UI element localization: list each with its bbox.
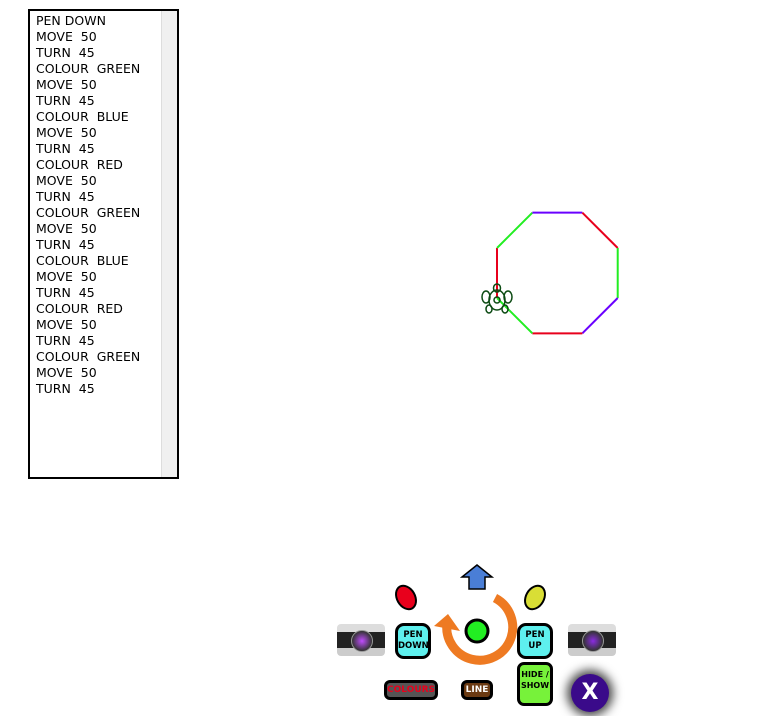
- scrollbar[interactable]: [161, 11, 177, 477]
- program-line[interactable]: TURN 45: [36, 93, 95, 108]
- program-line[interactable]: MOVE 50: [36, 365, 97, 380]
- drawn-line-segment: [496, 211, 534, 249]
- program-line[interactable]: MOVE 50: [36, 317, 97, 332]
- program-line[interactable]: MOVE 50: [36, 173, 97, 188]
- program-line[interactable]: TURN 45: [36, 45, 95, 60]
- drawn-line-segment: [581, 211, 619, 249]
- pen-up-button[interactable]: PEN UP: [517, 623, 553, 659]
- program-line[interactable]: COLOUR BLUE: [36, 109, 129, 124]
- hide-show-button[interactable]: HIDE / SHOW: [517, 662, 553, 706]
- program-line[interactable]: TURN 45: [36, 189, 95, 204]
- program-line[interactable]: TURN 45: [36, 333, 95, 348]
- turtle-camera-icon[interactable]: [568, 624, 616, 656]
- line-button[interactable]: LINE: [461, 680, 493, 700]
- program-line[interactable]: MOVE 50: [36, 29, 97, 44]
- program-line[interactable]: TURN 45: [36, 285, 95, 300]
- program-line[interactable]: MOVE 50: [36, 77, 97, 92]
- program-line[interactable]: COLOUR GREEN: [36, 349, 141, 364]
- program-line[interactable]: TURN 45: [36, 141, 95, 156]
- program-line[interactable]: MOVE 50: [36, 269, 97, 284]
- program-line[interactable]: COLOUR GREEN: [36, 205, 141, 220]
- pen-colour-indicator: [464, 618, 490, 644]
- turtle-icon: [481, 283, 513, 314]
- program-line[interactable]: COLOUR RED: [36, 157, 123, 172]
- forward-arrow-icon[interactable]: [459, 564, 495, 590]
- pen-down-button[interactable]: PEN DOWN: [395, 623, 431, 659]
- program-line[interactable]: MOVE 50: [36, 221, 97, 236]
- camera-icon[interactable]: [337, 624, 385, 656]
- program-line[interactable]: MOVE 50: [36, 125, 97, 140]
- program-line[interactable]: PEN DOWN: [36, 13, 106, 28]
- close-button[interactable]: X: [571, 674, 609, 712]
- program-line[interactable]: COLOUR GREEN: [36, 61, 141, 76]
- program-line[interactable]: COLOUR BLUE: [36, 253, 129, 268]
- program-line[interactable]: TURN 45: [36, 237, 95, 252]
- program-line[interactable]: TURN 45: [36, 381, 95, 396]
- drawn-line-segment: [581, 297, 619, 335]
- program-line[interactable]: COLOUR RED: [36, 301, 123, 316]
- turn-arrow-icon[interactable]: [434, 594, 518, 665]
- colours-button[interactable]: COLOURS: [384, 680, 438, 700]
- drawn-line-segment: [496, 297, 534, 335]
